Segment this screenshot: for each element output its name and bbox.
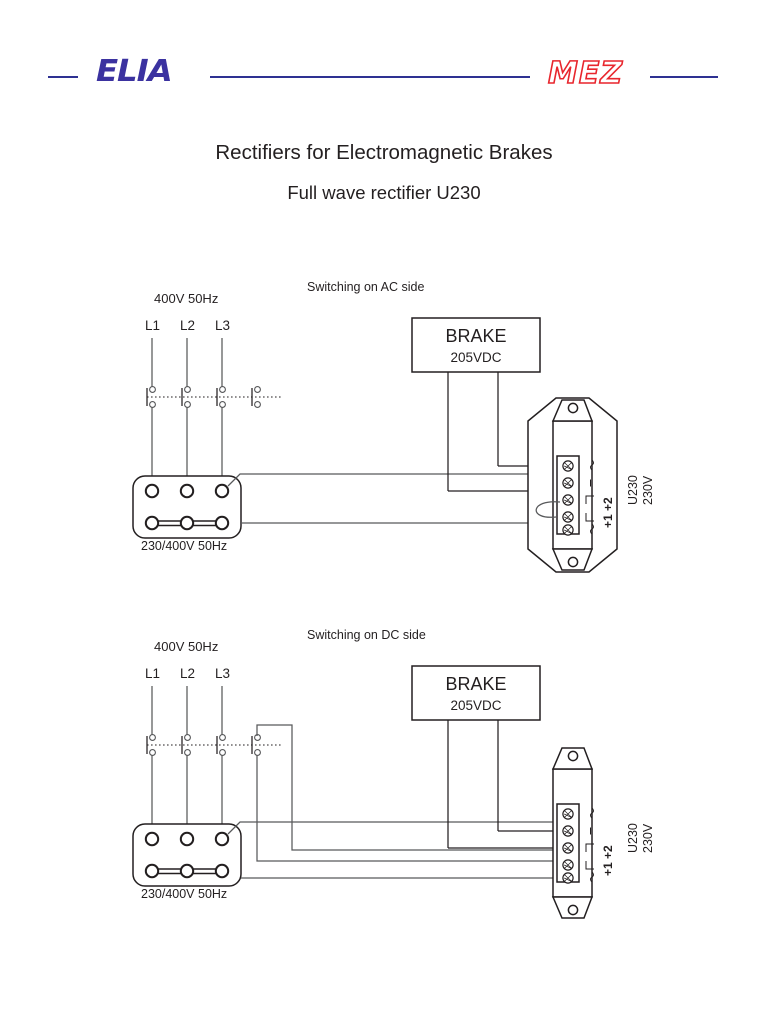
page-header [0, 48, 768, 106]
phase-label-l2: L2 [180, 318, 196, 333]
phase-label-l1: L1 [145, 666, 161, 681]
phase-label-l1: L1 [145, 318, 161, 333]
header-rule-right [650, 76, 718, 78]
phase-label-l3: L3 [215, 318, 231, 333]
mez-logo: MEZ [547, 55, 624, 92]
page-title: Rectifiers for Electromagnetic Brakes [215, 141, 553, 164]
rectifier-voltage-label: 230V [641, 823, 655, 853]
transformer-label: 230/400V 50Hz [141, 539, 228, 553]
phase-label-l3: L3 [215, 666, 231, 681]
supply-label: 400V 50Hz [154, 639, 219, 654]
page-subtitle: Full wave rectifier U230 [287, 182, 481, 203]
diagram-dc-graphics [0, 618, 768, 948]
rectifier-model-label: U230 [626, 475, 640, 505]
diagram-ac-graphics [0, 270, 768, 600]
header-rule-left [48, 76, 78, 78]
diagram-mode-label: Switching on AC side [307, 280, 425, 294]
header-rule-center [210, 76, 530, 78]
diagram-dc-side: Switching on DC side 400V 50Hz L1 L2 L3 … [0, 618, 768, 948]
rectifier-voltage-label: 230V [641, 475, 655, 505]
diagram-mode-label: Switching on DC side [307, 628, 426, 642]
supply-label: 400V 50Hz [154, 291, 219, 306]
elia-logo: ELIA [96, 54, 173, 89]
brake-box-voltage: 205VDC [450, 698, 502, 713]
transformer-label: 230/400V 50Hz [141, 887, 228, 901]
brake-box-voltage: 205VDC [450, 350, 502, 365]
rectifier-plus-label: +1 +2 [601, 497, 615, 528]
brake-box-title: BRAKE [445, 674, 507, 694]
diagram-ac-side: Switching on AC side 400V 50Hz L1 L2 L3 … [0, 270, 768, 600]
phase-label-l2: L2 [180, 666, 196, 681]
brake-box-title: BRAKE [445, 326, 507, 346]
rectifier-model-label: U230 [626, 823, 640, 853]
rectifier-plus-label: +1 +2 [601, 845, 615, 876]
